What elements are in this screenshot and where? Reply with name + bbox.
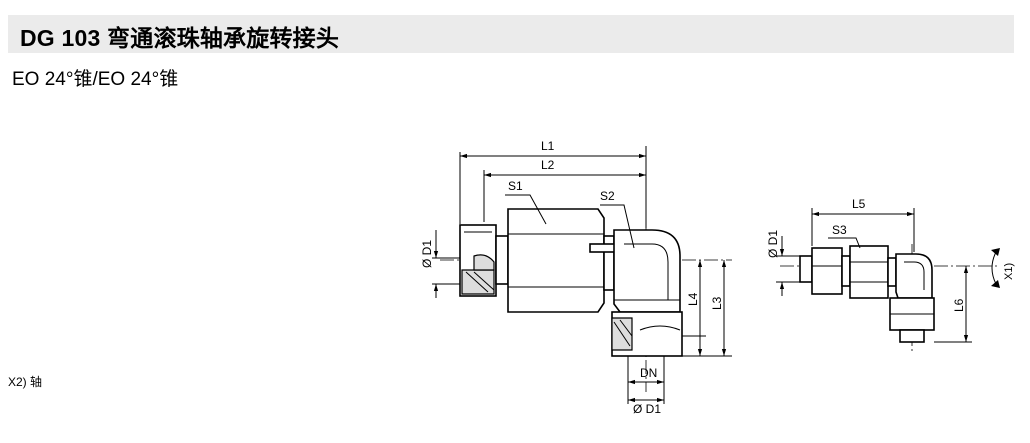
- leader-s1: [505, 194, 547, 225]
- leader-s3: [828, 237, 861, 249]
- label-l5: L5: [852, 197, 866, 211]
- small-elbow: [895, 253, 933, 299]
- label-s2: S2: [600, 189, 615, 203]
- label-l2: L2: [541, 158, 555, 172]
- label-l6: L6: [952, 298, 966, 312]
- label-s1: S1: [508, 179, 523, 193]
- label-s3: S3: [832, 223, 847, 237]
- label-dn: DN: [640, 366, 657, 380]
- label-d1-bottom: Ø D1: [633, 402, 661, 416]
- label-d1-small: Ø D1: [766, 230, 780, 258]
- leader-s2: [600, 204, 635, 249]
- label-x1: X1): [1003, 263, 1015, 280]
- rotation-arrow-icon: [991, 251, 997, 285]
- small-fitting: [776, 208, 1000, 352]
- footnote: X2) 轴: [8, 375, 43, 389]
- label-l4: L4: [686, 292, 700, 306]
- page-subtitle: EO 24°锥/EO 24°锥: [12, 69, 179, 90]
- label-l1: L1: [541, 139, 555, 153]
- label-d1-left: Ø D1: [420, 240, 434, 268]
- small-hex-body: [849, 245, 889, 299]
- hex-body-s1: [507, 208, 605, 313]
- title-bar: DG 103 弯通滚珠轴承旋转接头: [8, 15, 1014, 53]
- page-title: DG 103 弯通滚珠轴承旋转接头: [20, 25, 340, 51]
- small-nut-s3: [811, 247, 843, 295]
- label-l3: L3: [710, 296, 724, 310]
- left-nut-section: [461, 269, 495, 295]
- large-fitting: [432, 146, 732, 404]
